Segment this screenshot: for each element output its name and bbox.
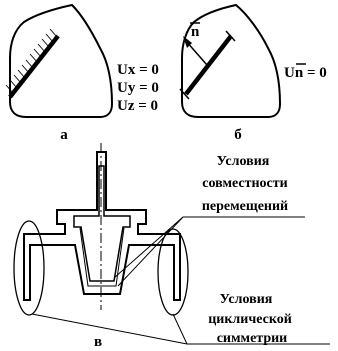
panel-c-compatibility-line-3: перемещений: [202, 199, 288, 214]
panel-b-condition-prefix: U: [284, 65, 295, 81]
panel-a-body-outline: [9, 3, 114, 118]
panel-b: n Un = 0 б: [179, 3, 327, 143]
panel-a-condition-ux: Ux = 0: [117, 62, 159, 78]
panel-c-compatibility-leader-2: [117, 216, 184, 287]
panel-a-label: а: [60, 127, 68, 143]
panel-a-condition-uz: Uz = 0: [117, 98, 158, 114]
panel-b-condition-suffix: = 0: [303, 65, 327, 81]
panel-c-cyclic-leader-left: [31, 313, 188, 345]
panel-b-normal-boundary: [184, 34, 233, 96]
panel-c-cyclic-line-1: Условия: [220, 292, 273, 307]
panel-c-inner-outline: [73, 165, 131, 282]
panel-a-fixed-boundary: [8, 34, 60, 99]
panel-c-cyclic-line-2: циклической: [208, 312, 292, 327]
panel-c-compatibility-line-2: совместности: [202, 176, 287, 191]
panel-c-compatibility-leader-1: [113, 216, 184, 279]
panel-c-inner-cup: [79, 227, 125, 287]
panel-b-condition: Un = 0: [284, 65, 327, 81]
panel-b-normal-arrowhead: [183, 36, 192, 48]
panel-c: Условия совместности перемещений Условия…: [13, 143, 330, 350]
panel-a-hatching: [5, 28, 58, 94]
panel-b-boundary-tick-bottom: [179, 88, 190, 100]
panel-b-boundary-tick-top: [225, 30, 236, 42]
panel-c-label: в: [94, 334, 102, 350]
panel-c-compatibility-line-1: Условия: [217, 154, 270, 169]
panel-b-label: б: [234, 127, 242, 143]
panel-c-left-cyclic-ellipse: [13, 220, 45, 316]
panel-a-condition-uy: Uy = 0: [117, 80, 159, 96]
panel-c-cyclic-leader-right: [172, 313, 188, 345]
panel-b-normal-symbol: n: [191, 24, 200, 40]
panel-a: Ux = 0 Uy = 0 Uz = 0 а: [5, 3, 159, 143]
panel-b-condition-subscript: n: [295, 65, 304, 81]
panel-b-body-outline: [181, 3, 282, 118]
panel-c-outer-outline: [23, 151, 181, 301]
panel-c-cyclic-line-3: симметрии: [217, 331, 288, 346]
